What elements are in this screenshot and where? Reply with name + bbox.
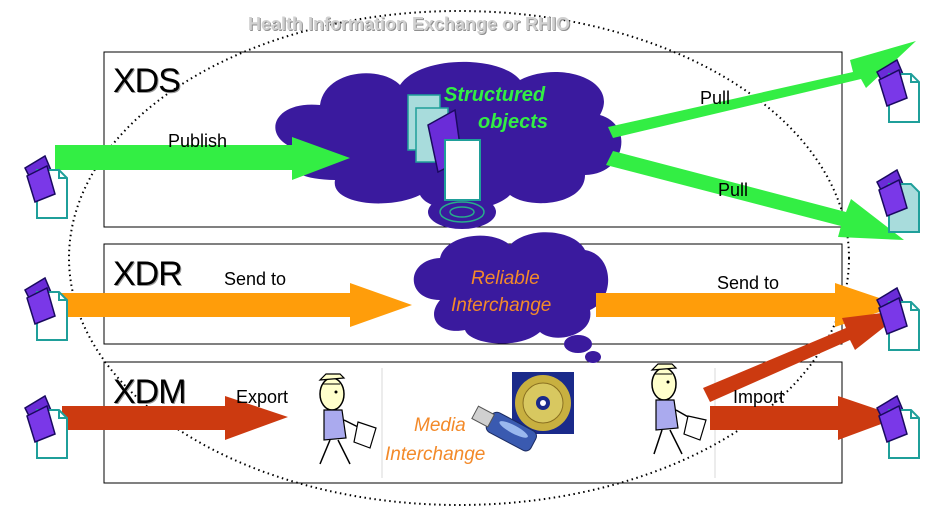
- diagram-title: Health Information Exchange or RHIO: [248, 14, 571, 34]
- structured-label: Structured: [444, 84, 546, 106]
- pull-label-top: Pull: [700, 88, 731, 108]
- document-icon: [876, 169, 920, 233]
- pull-arrow-bottom: [606, 151, 904, 240]
- walking-person-right-icon: [650, 363, 707, 455]
- send-to-right-label: Send to: [717, 273, 780, 293]
- walking-person-left-icon: [318, 373, 377, 465]
- export-arrow: [62, 396, 288, 440]
- reliable-label: Reliable: [471, 268, 540, 289]
- pull-label-bottom: Pull: [718, 180, 749, 200]
- xdr-label: XDR: [113, 255, 183, 293]
- media-interchange-label: Interchange: [385, 444, 486, 465]
- xdm-label: XDM: [113, 373, 187, 411]
- cd-disc-icon: [512, 372, 574, 434]
- send-to-arrow-right: [596, 283, 900, 327]
- objects-label: objects: [478, 111, 549, 133]
- send-to-left-label: Send to: [224, 269, 287, 289]
- document-icon: [24, 395, 68, 459]
- rhio-boundary: [68, 10, 850, 506]
- publish-label: Publish: [168, 131, 228, 151]
- import-arrow-right: [710, 396, 900, 440]
- send-to-arrow-left: [60, 283, 412, 327]
- interchange-label: Interchange: [451, 295, 552, 316]
- export-label: Export: [236, 387, 289, 407]
- usb-stick-icon: [471, 405, 537, 452]
- xds-label: XDS: [113, 62, 181, 100]
- document-icon: [876, 395, 920, 459]
- import-label: Import: [733, 387, 785, 407]
- document-icon: [24, 277, 68, 341]
- document-icon: [876, 59, 920, 123]
- pull-arrow-top: [608, 41, 916, 138]
- publish-arrow: [55, 137, 350, 180]
- stacked-documents-icon: [407, 94, 481, 201]
- document-icon: [876, 287, 920, 351]
- reliable-interchange-cloud: [413, 232, 609, 363]
- media-label: Media: [414, 415, 466, 436]
- import-arrow-up: [703, 310, 906, 402]
